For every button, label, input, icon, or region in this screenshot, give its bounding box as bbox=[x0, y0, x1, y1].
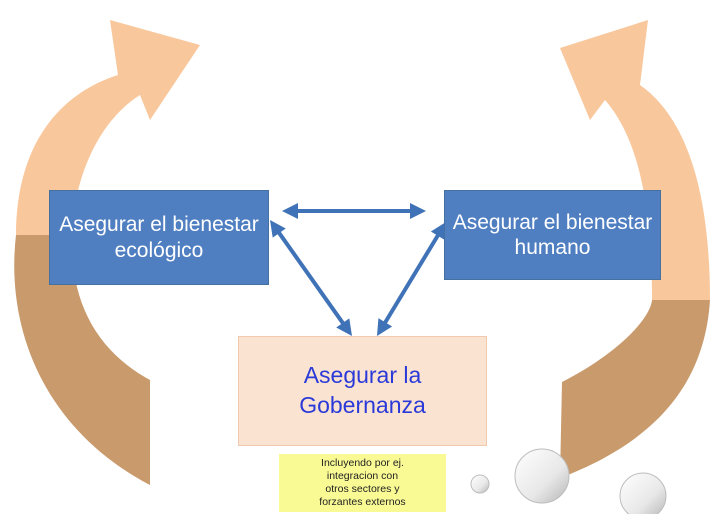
governance-label: Asegurar la Gobernanza bbox=[299, 362, 426, 418]
human-wellbeing-label: Asegurar el bienestar humano bbox=[452, 210, 653, 259]
edge-ecological-human-arrowhead-end bbox=[410, 203, 426, 219]
ecological-wellbeing-label: Asegurar el bienestar ecológico bbox=[59, 213, 259, 262]
bubble-small bbox=[470, 474, 490, 494]
governance-box: Asegurar la Gobernanza bbox=[238, 336, 487, 446]
edge-ecological-governance-arrowhead-start bbox=[270, 220, 286, 238]
bubble-large bbox=[619, 472, 667, 514]
edge-ecological-governance-line bbox=[276, 230, 346, 326]
bubble-medium bbox=[514, 448, 570, 504]
edge-human-governance-line bbox=[382, 232, 441, 326]
edge-human-governance-arrowhead-start bbox=[430, 222, 446, 240]
left-cycle-upper-band bbox=[16, 20, 200, 235]
edge-human-governance-arrowhead-end bbox=[377, 318, 393, 336]
human-wellbeing-box: Asegurar el bienestar humano bbox=[444, 190, 661, 280]
governance-note-box: Incluyendo por ej. integracion con otros… bbox=[279, 454, 446, 512]
left-cycle-lower-band bbox=[14, 235, 151, 485]
governance-note-label: Incluyendo por ej. integracion con otros… bbox=[319, 456, 406, 509]
right-cycle-lower-band bbox=[560, 300, 710, 478]
ecological-wellbeing-box: Asegurar el bienestar ecológico bbox=[49, 190, 269, 285]
decorative-bubbles bbox=[470, 448, 667, 514]
right-cycle-arrow bbox=[560, 20, 710, 478]
right-cycle-upper-band bbox=[560, 20, 710, 300]
edge-ecological-human-arrowhead-start bbox=[282, 203, 298, 219]
left-cycle-arrow bbox=[14, 20, 200, 485]
edge-ecological-governance-arrowhead-end bbox=[336, 318, 352, 336]
edge-arrows bbox=[270, 203, 446, 336]
